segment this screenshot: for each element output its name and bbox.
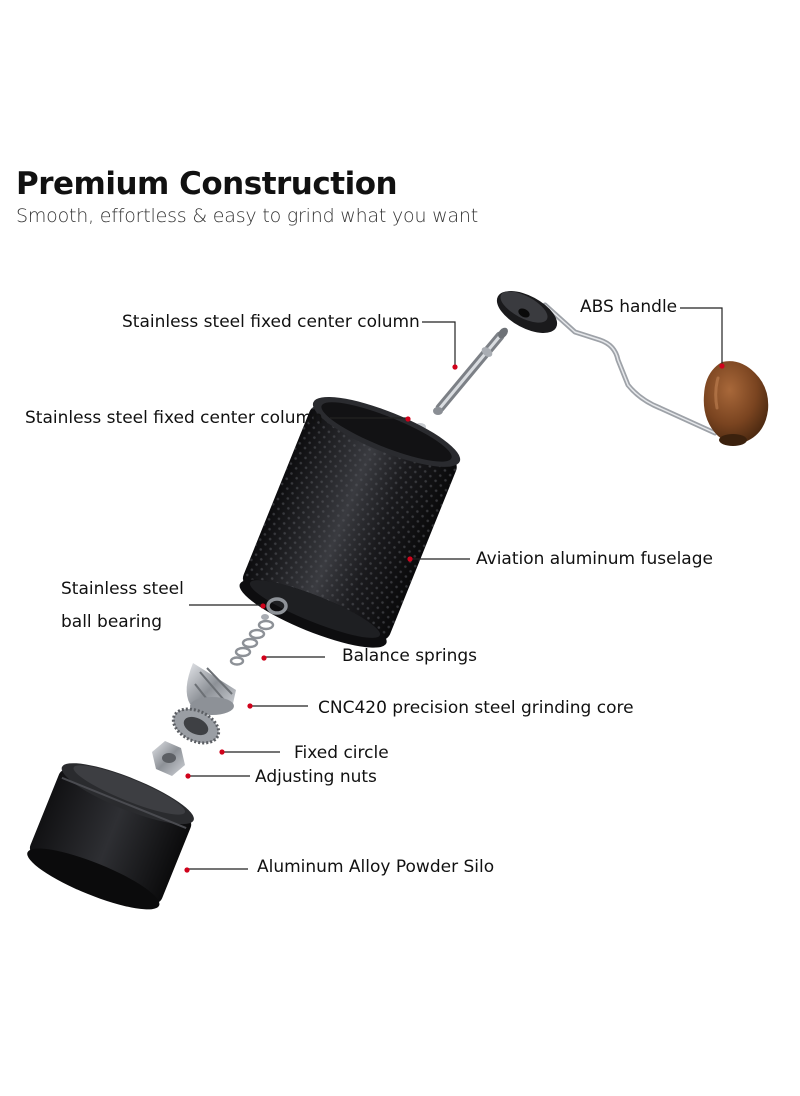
balance-springs: [229, 619, 275, 666]
dot-ball-bearing: [260, 603, 266, 609]
ball-bearing: [261, 597, 288, 620]
dot-center-column-1: [452, 364, 458, 370]
leader-center-column-1: [422, 321, 456, 365]
crank-handle: [496, 291, 769, 446]
dot-powder-silo: [184, 867, 190, 873]
label-fixed-circle: Fixed circle: [294, 743, 389, 763]
aviation-aluminum-fuselage: [239, 396, 461, 648]
leader-lines: [188, 307, 723, 870]
dot-fuselage: [407, 556, 413, 562]
page-title: Premium Construction: [16, 166, 398, 202]
label-fuselage: Aviation aluminum fuselage: [476, 549, 713, 569]
label-powder-silo: Aluminum Alloy Powder Silo: [257, 857, 495, 877]
center-column-shaft: [433, 327, 508, 415]
crank-hub: [496, 291, 558, 333]
callout-dots: [184, 363, 725, 873]
label-adjusting-nuts: Adjusting nuts: [255, 767, 377, 787]
aluminum-alloy-powder-silo: [27, 763, 194, 910]
page-subtitle: Smooth, effortless & easy to grind what …: [16, 205, 479, 227]
dot-balance-springs: [261, 655, 267, 661]
leader-abs-handle: [680, 307, 723, 365]
label-center-column-2: Stainless steel fixed center column: [25, 408, 323, 428]
adjusting-nut: [152, 741, 185, 776]
label-grinding-core: CNC420 precision steel grinding core: [318, 698, 634, 718]
dot-abs-handle: [719, 363, 725, 369]
dot-grinding-core: [247, 703, 253, 709]
label-ball-bearing-line2: ball bearing: [61, 612, 163, 632]
label-center-column-1: Stainless steel fixed center column: [122, 312, 420, 332]
dot-fixed-circle: [219, 749, 225, 755]
abs-handle-knob: [703, 361, 769, 446]
cnc420-grinding-core: [186, 663, 236, 715]
label-ball-bearing-line1: Stainless steel: [61, 579, 184, 599]
label-abs-handle: ABS handle: [580, 297, 678, 317]
fixed-circle-burr: [171, 707, 221, 745]
dot-adjusting-nuts: [185, 773, 191, 779]
dot-center-column-2: [405, 416, 411, 422]
label-balance-springs: Balance springs: [342, 646, 477, 666]
